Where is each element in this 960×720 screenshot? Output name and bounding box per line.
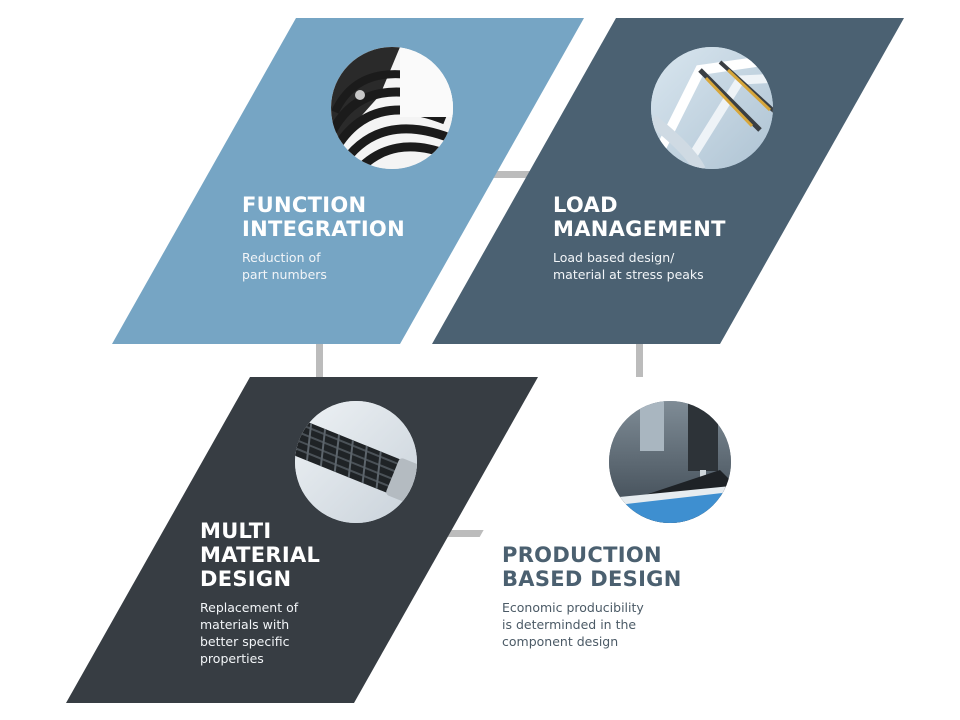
block-description: Reduction of part numbers	[242, 249, 405, 283]
desc-line: better specific	[200, 634, 290, 649]
title-line: DESIGN	[200, 567, 292, 591]
title-line: MANAGEMENT	[553, 217, 726, 241]
connector-v-right	[636, 340, 643, 380]
title-line: MATERIAL	[200, 543, 321, 567]
connector-h-bottom	[448, 530, 490, 537]
block-title: FUNCTION INTEGRATION	[242, 193, 405, 241]
title-line: PRODUCTION	[502, 543, 662, 567]
desc-line: is determinded in the	[502, 617, 637, 632]
connector-v-left	[316, 340, 323, 380]
machining-tool-photo	[609, 401, 731, 523]
block-multi-material-design: MULTI MATERIAL DESIGN Replacement of mat…	[200, 519, 320, 667]
desc-line: Load based design/	[553, 250, 675, 265]
panel-multi-material-design	[66, 377, 538, 703]
desc-line: properties	[200, 651, 264, 666]
block-description: Economic producibility is determinded in…	[502, 599, 682, 650]
title-line: LOAD	[553, 193, 618, 217]
block-title: LOAD MANAGEMENT	[553, 193, 726, 241]
panel-load-management	[432, 18, 904, 344]
block-title: PRODUCTION BASED DESIGN	[502, 543, 682, 591]
title-line: BASED DESIGN	[502, 567, 682, 591]
panel-function-integration	[112, 18, 584, 344]
braided-tube-photo	[295, 401, 417, 523]
title-line: FUNCTION	[242, 193, 367, 217]
connector-lines	[316, 171, 643, 537]
block-production-based-design: PRODUCTION BASED DESIGN Economic produci…	[502, 543, 682, 650]
connector-h-top	[490, 171, 536, 178]
desc-line: part numbers	[242, 267, 327, 282]
title-line: INTEGRATION	[242, 217, 405, 241]
frame-structure-photo	[651, 47, 773, 169]
desc-line: material at stress peaks	[553, 267, 704, 282]
panel-production-based-design	[386, 377, 858, 703]
block-description: Load based design/ material at stress pe…	[553, 249, 726, 283]
block-load-management: LOAD MANAGEMENT Load based design/ mater…	[553, 193, 726, 283]
desc-line: Replacement of	[200, 600, 299, 615]
title-line: MULTI	[200, 519, 272, 543]
block-description: Replacement of materials with better spe…	[200, 599, 320, 667]
desc-line: materials with	[200, 617, 290, 632]
block-title: MULTI MATERIAL DESIGN	[200, 519, 320, 591]
desc-line: Economic producibility	[502, 600, 644, 615]
desc-line: Reduction of	[242, 250, 321, 265]
block-function-integration: FUNCTION INTEGRATION Reduction of part n…	[242, 193, 405, 283]
desc-line: component design	[502, 634, 619, 649]
